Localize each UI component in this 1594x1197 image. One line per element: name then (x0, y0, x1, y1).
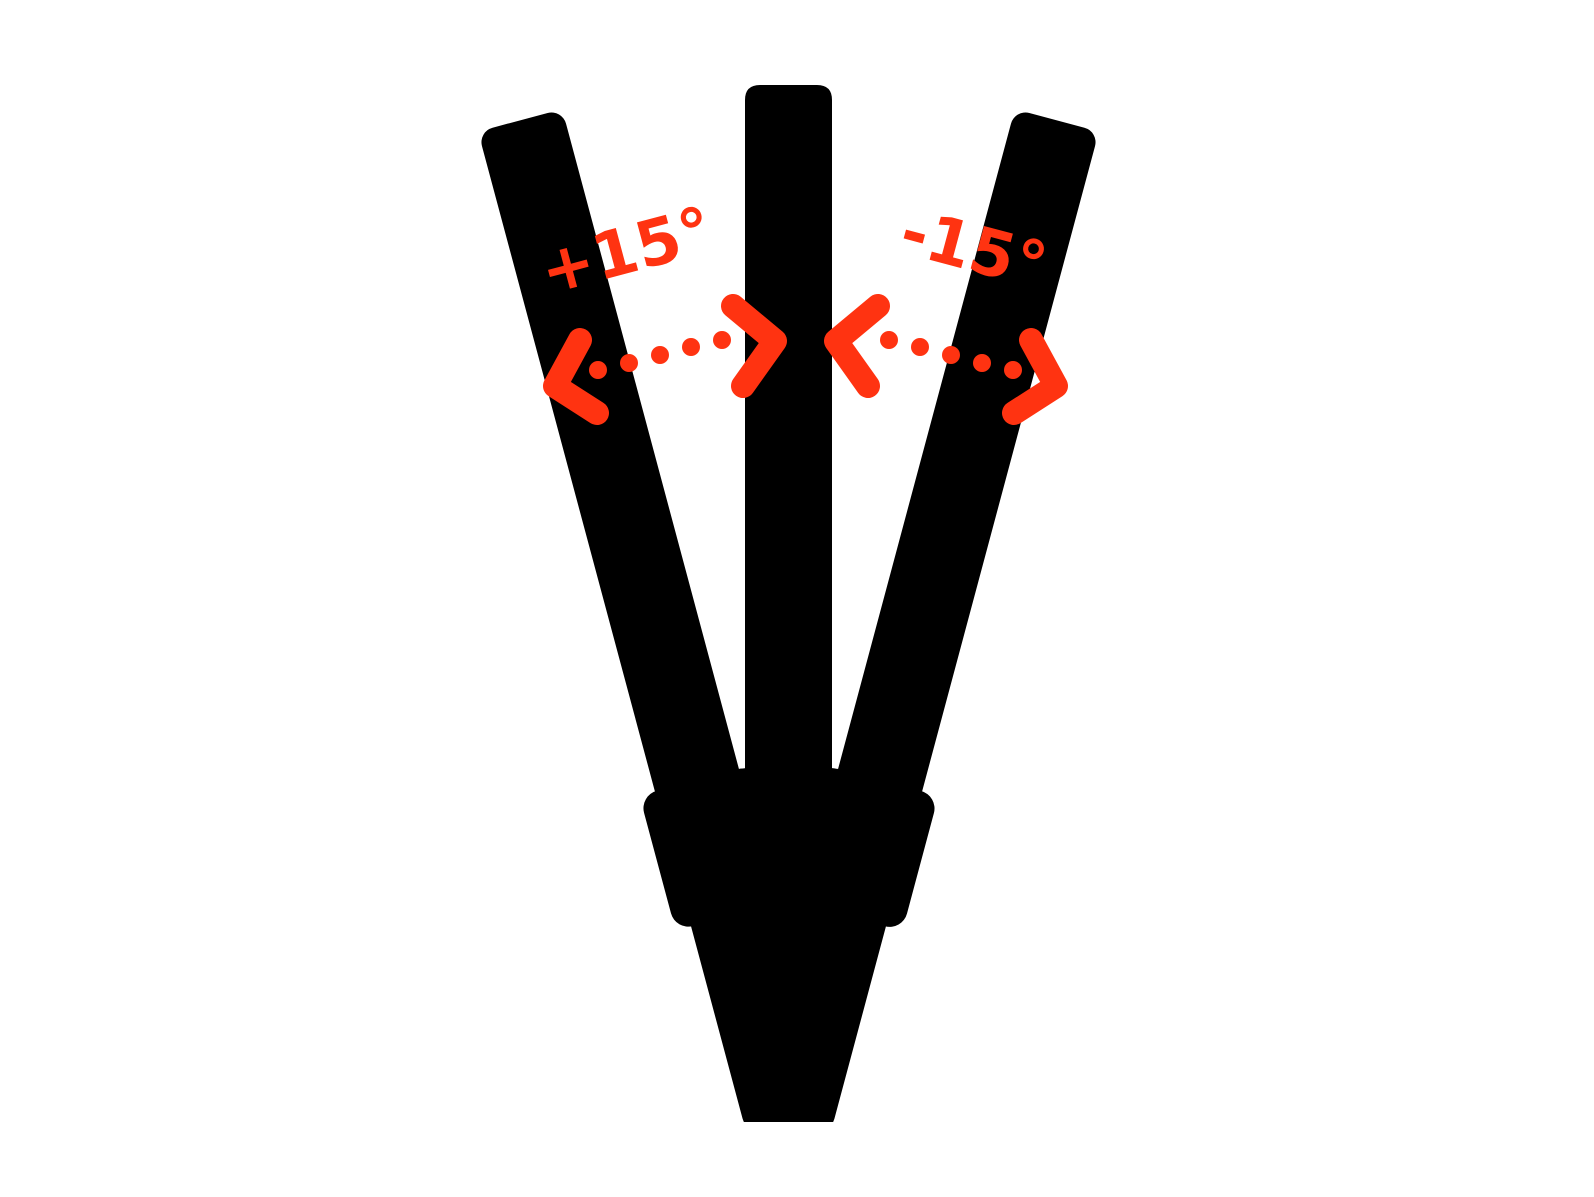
base-mask (0, 1122, 1594, 1197)
left-bar-collar (643, 768, 788, 927)
left-double-arrow-icon (543, 294, 787, 425)
right-double-arrow-icon (824, 294, 1068, 425)
right-bar-collar (790, 768, 935, 927)
